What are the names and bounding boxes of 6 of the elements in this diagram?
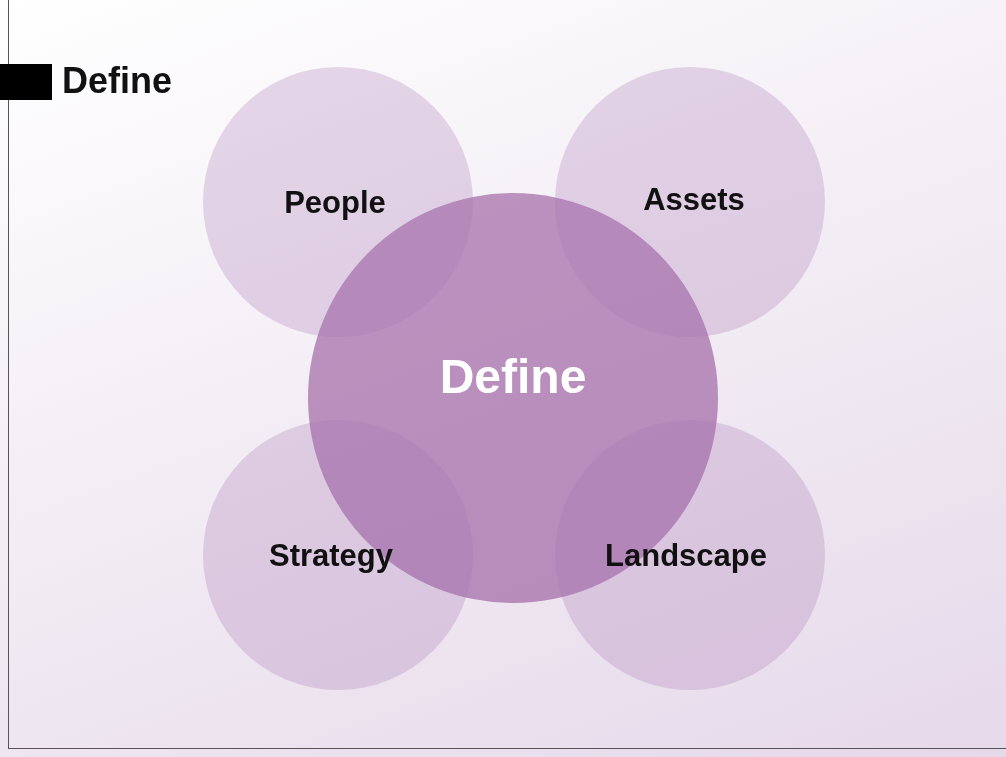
circle-label: People [284, 185, 386, 221]
circle-label: Strategy [268, 538, 393, 574]
circle-label: Define [439, 348, 587, 404]
title: Define [62, 60, 173, 102]
circle-label: Assets [643, 182, 745, 218]
circle-label: Landscape [605, 538, 767, 574]
